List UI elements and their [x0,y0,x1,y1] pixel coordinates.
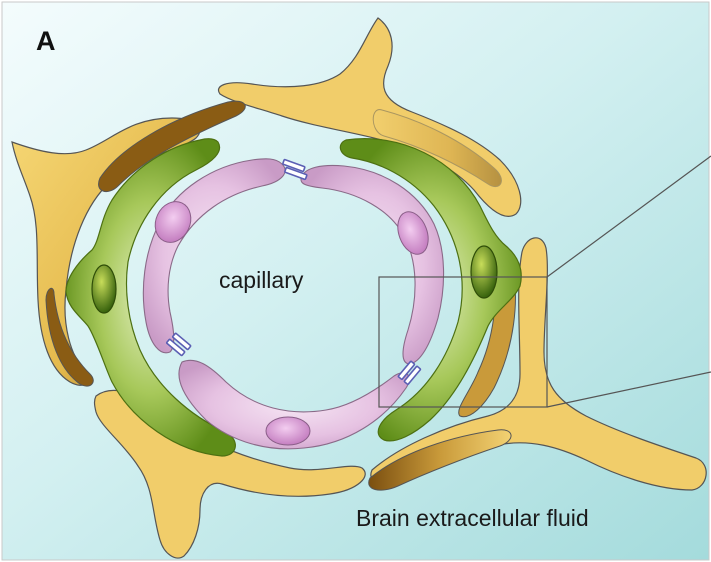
tight-junction-left [166,332,192,357]
astrocyte-foot-bottom-right [368,429,512,491]
panel-label: A [36,26,56,56]
zoom-line-bottom [546,371,711,408]
endothelial-nucleus-2 [397,211,429,255]
endothelial-nucleus-1 [154,201,192,243]
zoom-region-box [378,276,548,408]
endothelial-nucleus-3 [265,416,311,446]
pericyte-right-nucleus [470,245,498,299]
capillary-label: capillary [219,267,304,293]
pericyte-left-nucleus [91,264,117,314]
pericyte-left [65,138,236,457]
extracellular-fluid-label: Brain extracellular fluid [356,505,589,531]
astrocyte-foot-left [45,287,94,387]
tight-junction-top [282,158,308,181]
pericyte-right [339,138,522,442]
astrocyte-foot-top-right [372,109,502,188]
astrocyte-foot-top-left [98,100,246,193]
zoom-line-top [546,155,711,278]
tight-junction-right [397,360,422,385]
